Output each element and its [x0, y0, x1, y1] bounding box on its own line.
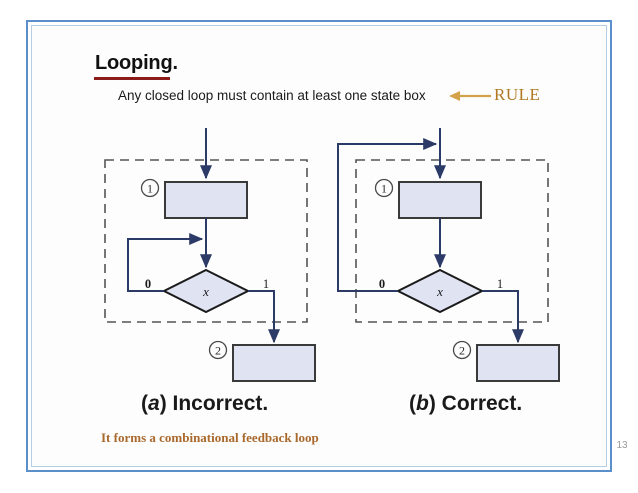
branch-true-label: 1	[263, 277, 269, 291]
diagram-correct: 1 x 0 1 2	[337, 128, 560, 382]
caption-correct: (b) Correct.	[409, 392, 522, 416]
marker-1-label: 1	[381, 182, 387, 196]
caption-correct-text: Correct.	[441, 392, 523, 415]
decision-label: x	[436, 284, 443, 299]
feedback-loop	[337, 138, 438, 292]
state-box	[164, 181, 248, 219]
marker-1-circle	[140, 178, 160, 198]
marker-2-label: 2	[459, 344, 465, 358]
rule-label: RULE	[494, 85, 541, 104]
caption-incorrect-letter: a	[148, 392, 160, 415]
caption-incorrect: (a) Incorrect.	[141, 392, 268, 416]
diagram-incorrect: 1 x 0 1 2	[104, 128, 316, 382]
exit-branch	[482, 290, 524, 344]
marker-1-label: 1	[147, 182, 153, 196]
rule-statement: Any closed loop must contain at least on…	[118, 88, 426, 103]
output-box	[232, 344, 316, 382]
page-title: Looping.	[95, 52, 178, 74]
decision-diamond	[395, 268, 485, 314]
dashed-region	[355, 159, 549, 323]
marker-2-label: 2	[215, 344, 221, 358]
marker-1-circle	[374, 178, 394, 198]
marker-2-circle	[452, 340, 472, 360]
branch-false-label: 0	[145, 277, 151, 291]
caption-incorrect-prefix-close: )	[159, 392, 173, 415]
caption-incorrect-text: Incorrect.	[172, 392, 269, 415]
caption-incorrect-prefix-open: (	[141, 392, 148, 415]
rule-arrow-icon	[449, 91, 491, 101]
page-number: 13	[616, 440, 628, 451]
footnote-note: It forms a combinational feedback loop	[101, 430, 319, 445]
marker-2-circle	[208, 340, 228, 360]
caption-correct-prefix-close: )	[428, 392, 442, 415]
state-box	[398, 181, 482, 219]
decision-label: x	[202, 284, 209, 299]
feedback-loop	[127, 233, 204, 292]
output-box	[476, 344, 560, 382]
decision-diamond	[161, 268, 251, 314]
dashed-region	[104, 159, 308, 323]
caption-correct-prefix-open: (	[409, 392, 416, 415]
branch-false-label: 0	[379, 277, 385, 291]
branch-true-label: 1	[497, 277, 503, 291]
caption-correct-letter: b	[416, 392, 429, 415]
exit-branch	[248, 290, 280, 344]
title-underline	[94, 77, 170, 80]
slide-frame-outer	[26, 20, 612, 472]
